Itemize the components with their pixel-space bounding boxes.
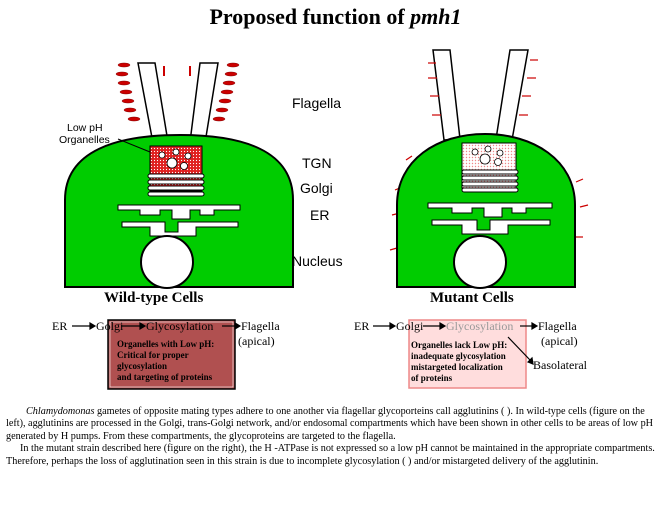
description-p2: In the mutant strain described here (fig… <box>6 443 655 467</box>
wild-nucleus <box>140 235 194 289</box>
mutant-flow-golgi: Golgi <box>396 319 424 333</box>
wild-flagellum-right <box>189 62 219 144</box>
mutant-flagellum-right <box>495 49 529 141</box>
mutant-flow-flagella: Flagella <box>538 319 577 333</box>
wild-golgi-stacks <box>147 173 205 197</box>
wild-note: Organelles with Low pH: Critical for pro… <box>117 339 215 382</box>
label-flagella: Flagella <box>292 95 342 111</box>
wild-flow-golgi: Golgi <box>96 319 124 333</box>
wild-note-box <box>107 319 236 390</box>
wild-type-cell <box>64 62 294 289</box>
label-golgi: Golgi <box>300 180 333 196</box>
label-nucleus: Nucleus <box>292 253 343 269</box>
mutant-flow-glycosylation: Glycosylation <box>446 319 514 333</box>
mutant-flow-er: ER <box>354 319 370 333</box>
label-tgn: TGN <box>302 155 332 171</box>
flow-arrows <box>72 321 539 365</box>
mutant-note: Organelles lack Low pH: inadequate glyco… <box>411 340 508 383</box>
mutant-er <box>427 202 553 218</box>
mutant-caption: Mutant Cells <box>430 290 514 306</box>
wild-flow-glycosylation: Glycosylation <box>146 319 214 333</box>
description: Chlamydomonas gametes of opposite mating… <box>6 406 666 468</box>
wild-caption: Wild-type Cells <box>104 290 204 306</box>
wild-flow-apical: (apical) <box>238 334 275 348</box>
mutant-flow-basolateral: Basolateral <box>533 358 587 372</box>
species-name: Chlamydomonas <box>26 406 95 417</box>
mutant-flow-apical: (apical) <box>541 334 578 348</box>
mutant-golgi-stacks <box>461 169 519 193</box>
wild-flow-er: ER <box>52 319 68 333</box>
mutant-note-box <box>408 319 527 389</box>
cell-diagram <box>64 49 589 390</box>
mutant-flagellum-left <box>432 49 461 141</box>
mutant-cell <box>389 49 589 289</box>
page-title: Proposed function of pmh1 <box>209 4 462 29</box>
low-ph-pointer <box>117 138 151 153</box>
wild-agglutinins <box>115 62 240 122</box>
wild-agglutinin-stalks <box>163 66 191 76</box>
mutant-nucleus <box>453 235 507 289</box>
label-low-ph-organelles: Low pH Organelles <box>59 122 110 146</box>
wild-er <box>117 204 241 220</box>
wild-flow-flagella: Flagella <box>241 319 280 333</box>
label-er: ER <box>310 207 330 223</box>
